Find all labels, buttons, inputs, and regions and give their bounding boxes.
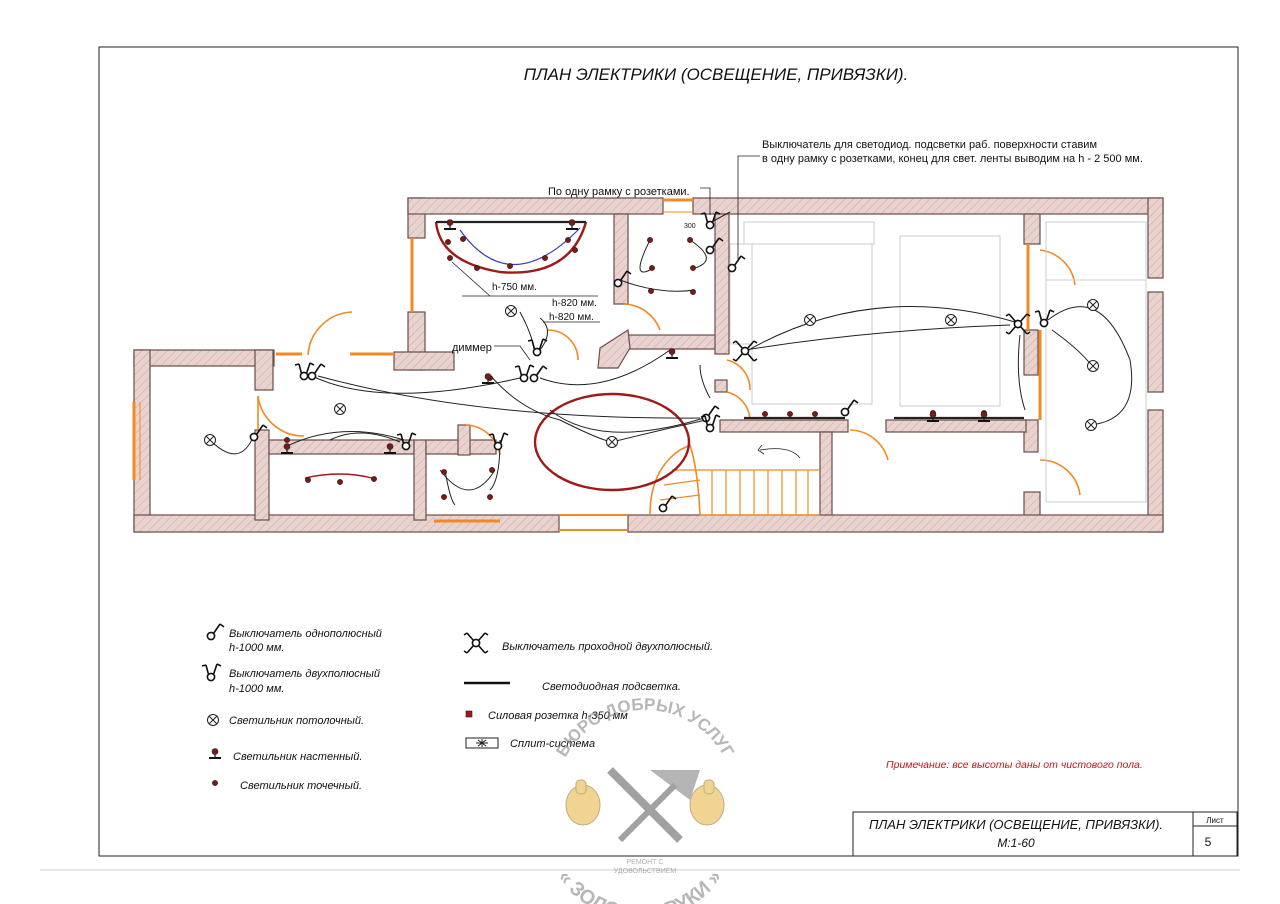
doors <box>257 249 1081 496</box>
watermark-tagline-1: РЕМОНТ С <box>627 859 664 866</box>
legend-single-switch-label: Выключатель однополюсный <box>229 628 382 640</box>
watermark-logo: БЮРО ДОБРЫХ УСЛУГ « ЗОЛОТЫЕ РУКИ » РЕМОН… <box>552 695 737 904</box>
legend-double-switch-height: h-1000 мм. <box>229 683 284 695</box>
title-block-scale: М:1-60 <box>997 836 1035 850</box>
legend-double-switch-label: Выключатель двухполюсный <box>229 668 380 680</box>
legend-socket-label: Силовая розетка h-350 мм <box>488 710 628 722</box>
sheet-number: 5 <box>1205 835 1212 849</box>
height-820-label-a: h-820 мм. <box>552 298 597 309</box>
thumbs-up-right-icon <box>689 779 725 826</box>
height-750-label: h-750 мм. <box>492 282 537 293</box>
floor-plan <box>132 155 1164 533</box>
dimmer-label: диммер <box>452 342 492 354</box>
legend: Выключатель однополюсный h-1000 мм. Выкл… <box>201 623 713 792</box>
legend-split-system-label: Сплит-система <box>510 738 595 750</box>
title-block-name: ПЛАН ЭЛЕКТРИКИ (ОСВЕЩЕНИЕ, ПРИВЯЗКИ). <box>869 817 1163 832</box>
height-820-label-b: h-820 мм. <box>549 312 594 323</box>
wiring <box>209 211 1133 506</box>
staircase <box>649 443 820 516</box>
legend-ceiling-light-label: Светильник потолочный. <box>229 715 364 727</box>
legend-led-strip-label: Светодиодная подсветка. <box>542 681 681 693</box>
legend-pass-switch-label: Выключатель проходной двухполюсный. <box>502 641 713 653</box>
walls <box>133 197 1164 533</box>
leader-lines <box>451 155 760 361</box>
sheet-label: Лист <box>1206 816 1224 825</box>
led-lighting <box>304 220 1024 492</box>
height-note: Примечание: все высоты даны от чистового… <box>886 759 1143 771</box>
title-block: ПЛАН ЭЛЕКТРИКИ (ОСВЕЩЕНИЕ, ПРИВЯЗКИ). М:… <box>852 811 1238 857</box>
watermark-top-text: БЮРО ДОБРЫХ УСЛУГ <box>552 695 737 761</box>
legend-split-system-icon <box>465 737 499 749</box>
legend-spot-light-icon <box>212 780 218 786</box>
legend-single-switch-height: h-1000 мм. <box>229 642 284 654</box>
windows <box>132 198 1042 531</box>
legend-spot-light-label: Светильник точечный. <box>240 780 362 792</box>
legend-single-switch-icon <box>206 623 225 641</box>
spot-lights <box>284 236 987 500</box>
brush-trowel-icon <box>607 767 700 843</box>
legend-double-switch-icon <box>201 663 222 682</box>
kitchen-furniture <box>729 221 1147 503</box>
legend-socket-icon <box>465 710 473 718</box>
note-led-switch-line2: в одну рамку с розетками, конец для свет… <box>762 153 1143 165</box>
note-led-switch-line1: Выключатель для светодиод. подсветки раб… <box>762 139 1097 151</box>
legend-wall-light-label: Светильник настенный. <box>233 751 362 763</box>
legend-wall-light-icon <box>208 747 222 759</box>
watermark-tagline-2: УДОВОЛЬСТВИЕМ <box>614 868 677 875</box>
note-one-frame: По одну рамку с розетками. <box>548 186 690 198</box>
sheet-frame <box>98 46 1239 857</box>
legend-ceiling-light-icon <box>207 714 219 726</box>
page-title: ПЛАН ЭЛЕКТРИКИ (ОСВЕЩЕНИЕ, ПРИВЯЗКИ). <box>524 65 909 84</box>
dim-300-label: 300 <box>684 223 696 230</box>
legend-pass-switch-icon <box>463 632 489 654</box>
thumbs-up-left-icon <box>565 779 601 826</box>
